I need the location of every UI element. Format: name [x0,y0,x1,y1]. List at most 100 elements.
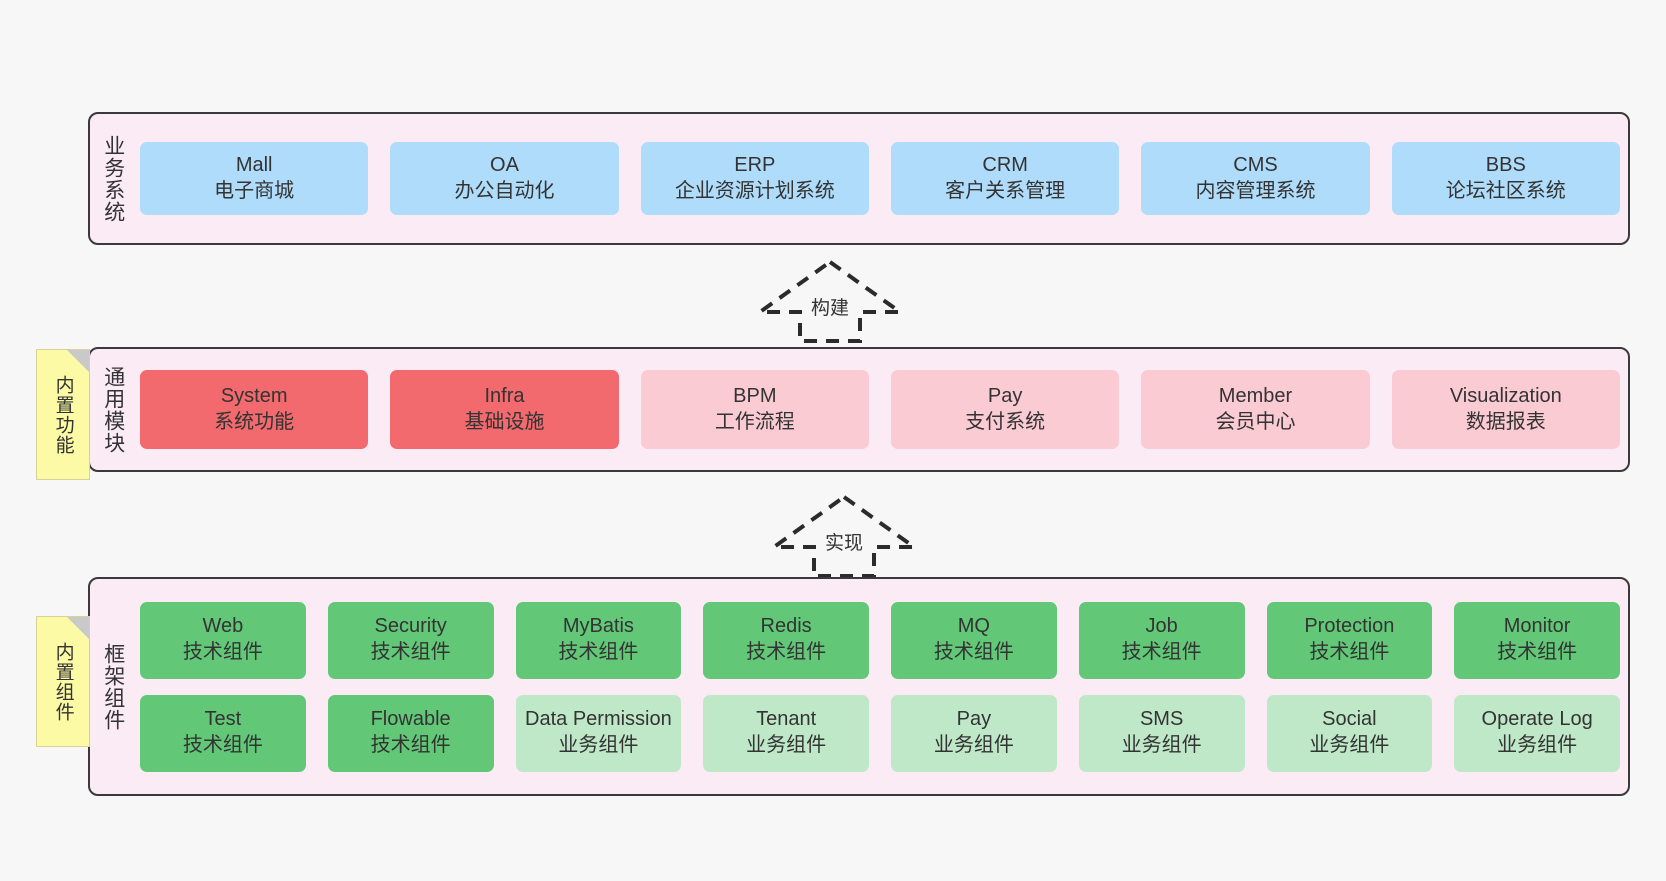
card-redis[interactable]: Redis 技术组件 [703,601,869,679]
card-subtitle: 论坛社区系统 [1445,179,1566,202]
arrow-label: 实现 [822,528,866,555]
card-subtitle: 业务组件 [1309,734,1390,756]
hollow-arrow-up-icon [753,259,907,343]
card-subtitle: 技术组件 [182,734,263,756]
card-subtitle: 业务组件 [746,734,827,756]
card-infra[interactable]: Infra 基础设施 [390,370,619,449]
card-row: System 系统功能 Infra 基础设施 BPM 工作流程 Pay 支付系统… [140,370,1620,449]
card-title: Visualization [1449,384,1562,407]
card-monitor[interactable]: Monitor 技术组件 [1454,601,1620,679]
card-subtitle: 业务组件 [933,734,1014,756]
card-subtitle: 业务组件 [1497,734,1578,756]
card-title: Data Permission [525,708,672,731]
card-title: CRM [982,153,1028,176]
card-title: OA [490,153,519,176]
card-subtitle: 基础设施 [464,410,545,433]
card-title: BBS [1485,153,1526,176]
card-subtitle: 技术组件 [182,641,263,663]
card-title: Member [1218,384,1293,407]
layer-common-modules: 通用模块 System 系统功能 Infra 基础设施 BPM 工作流程 Pay… [88,347,1630,472]
card-subtitle: 技术组件 [370,641,451,663]
card-subtitle: 数据报表 [1465,410,1546,433]
card-title: Tenant [756,708,817,731]
card-tenant[interactable]: Tenant 业务组件 [703,694,869,772]
arrow-build: 构建 [753,259,907,343]
card-subtitle: 技术组件 [933,641,1014,663]
arrow-implement: 实现 [767,494,921,578]
card-sms[interactable]: SMS 业务组件 [1078,694,1245,772]
card-mall[interactable]: Mall 电子商城 [140,142,369,215]
layer-body-framework-components: Web 技术组件 Security 技术组件 MyBatis 技术组件 Redi… [136,579,1628,794]
card-title: Web [202,615,244,638]
card-mybatis[interactable]: MyBatis 技术组件 [515,601,682,679]
note-text: 内置功能 [52,374,74,455]
card-title: Protection [1304,615,1395,638]
card-data-permission[interactable]: Data Permission 业务组件 [515,694,682,772]
card-social[interactable]: Social 业务组件 [1266,694,1433,772]
card-title: Mall [235,153,273,176]
layer-framework-components: 框架组件 Web 技术组件 Security 技术组件 MyBatis 技术组件… [88,577,1630,796]
card-title: Pay [956,708,992,731]
card-subtitle: 工作流程 [714,410,795,433]
card-subtitle: 技术组件 [1309,641,1390,663]
card-job[interactable]: Job 技术组件 [1078,601,1245,679]
card-crm[interactable]: CRM 客户关系管理 [890,142,1120,215]
card-oa[interactable]: OA 办公自动化 [390,142,619,215]
card-title: Social [1322,708,1377,731]
card-subtitle: 会员中心 [1215,410,1296,433]
card-system[interactable]: System 系统功能 [140,370,369,449]
card-title: ERP [734,153,776,176]
card-title: Test [204,708,242,731]
card-pay[interactable]: Pay 支付系统 [890,370,1120,449]
card-protection[interactable]: Protection 技术组件 [1266,601,1433,679]
card-mq[interactable]: MQ 技术组件 [891,601,1057,679]
card-title: Flowable [370,708,451,731]
card-visualization[interactable]: Visualization 数据报表 [1391,370,1620,449]
layer-body-business-systems: Mall 电子商城 OA 办公自动化 ERP 企业资源计划系统 CRM 客户关系… [136,114,1628,243]
card-web[interactable]: Web 技术组件 [140,601,306,679]
card-test[interactable]: Test 技术组件 [140,694,306,772]
card-pay-business[interactable]: Pay 业务组件 [891,694,1057,772]
card-subtitle: 支付系统 [965,410,1046,433]
card-title: Pay [987,384,1023,407]
card-row: Mall 电子商城 OA 办公自动化 ERP 企业资源计划系统 CRM 客户关系… [140,142,1620,215]
layer-label-common-modules: 通用模块 [101,365,125,454]
card-subtitle: 客户关系管理 [945,179,1066,202]
layer-label-business-systems: 业务系统 [101,134,125,223]
card-subtitle: 企业资源计划系统 [674,179,835,202]
card-subtitle: 技术组件 [746,641,827,663]
card-member[interactable]: Member 会员中心 [1141,370,1370,449]
card-bpm[interactable]: BPM 工作流程 [640,370,869,449]
card-erp[interactable]: ERP 企业资源计划系统 [640,142,869,215]
card-subtitle: 业务组件 [1121,734,1202,756]
card-title: Redis [760,615,812,638]
card-cms[interactable]: CMS 内容管理系统 [1141,142,1370,215]
card-title: Infra [484,384,525,407]
card-subtitle: 技术组件 [1497,641,1578,663]
card-subtitle: 技术组件 [1121,641,1202,663]
card-title: MyBatis [562,615,634,638]
card-subtitle: 系统功能 [214,410,295,433]
card-bbs[interactable]: BBS 论坛社区系统 [1391,142,1620,215]
layer-business-systems: 业务系统 Mall 电子商城 OA 办公自动化 ERP 企业资源计划系统 CRM… [88,112,1630,245]
card-subtitle: 电子商城 [214,179,295,202]
layer-body-common-modules: System 系统功能 Infra 基础设施 BPM 工作流程 Pay 支付系统… [136,349,1628,470]
note-builtin-component: 内置组件 [36,616,90,747]
card-subtitle: 内容管理系统 [1195,179,1316,202]
card-title: SMS [1139,708,1184,731]
card-subtitle: 技术组件 [558,641,639,663]
card-security[interactable]: Security 技术组件 [327,601,494,679]
card-title: Operate Log [1481,708,1593,731]
card-title: CMS [1233,153,1278,176]
card-title: BPM [733,384,777,407]
card-title: System [220,384,288,407]
note-text: 内置组件 [52,641,74,722]
card-row: Web 技术组件 Security 技术组件 MyBatis 技术组件 Redi… [140,601,1620,679]
card-flowable[interactable]: Flowable 技术组件 [327,694,494,772]
card-operate-log[interactable]: Operate Log 业务组件 [1454,694,1620,772]
arrow-label: 构建 [808,293,852,320]
card-title: Security [374,615,447,638]
card-title: MQ [957,615,990,638]
card-row: Test 技术组件 Flowable 技术组件 Data Permission … [140,694,1620,772]
